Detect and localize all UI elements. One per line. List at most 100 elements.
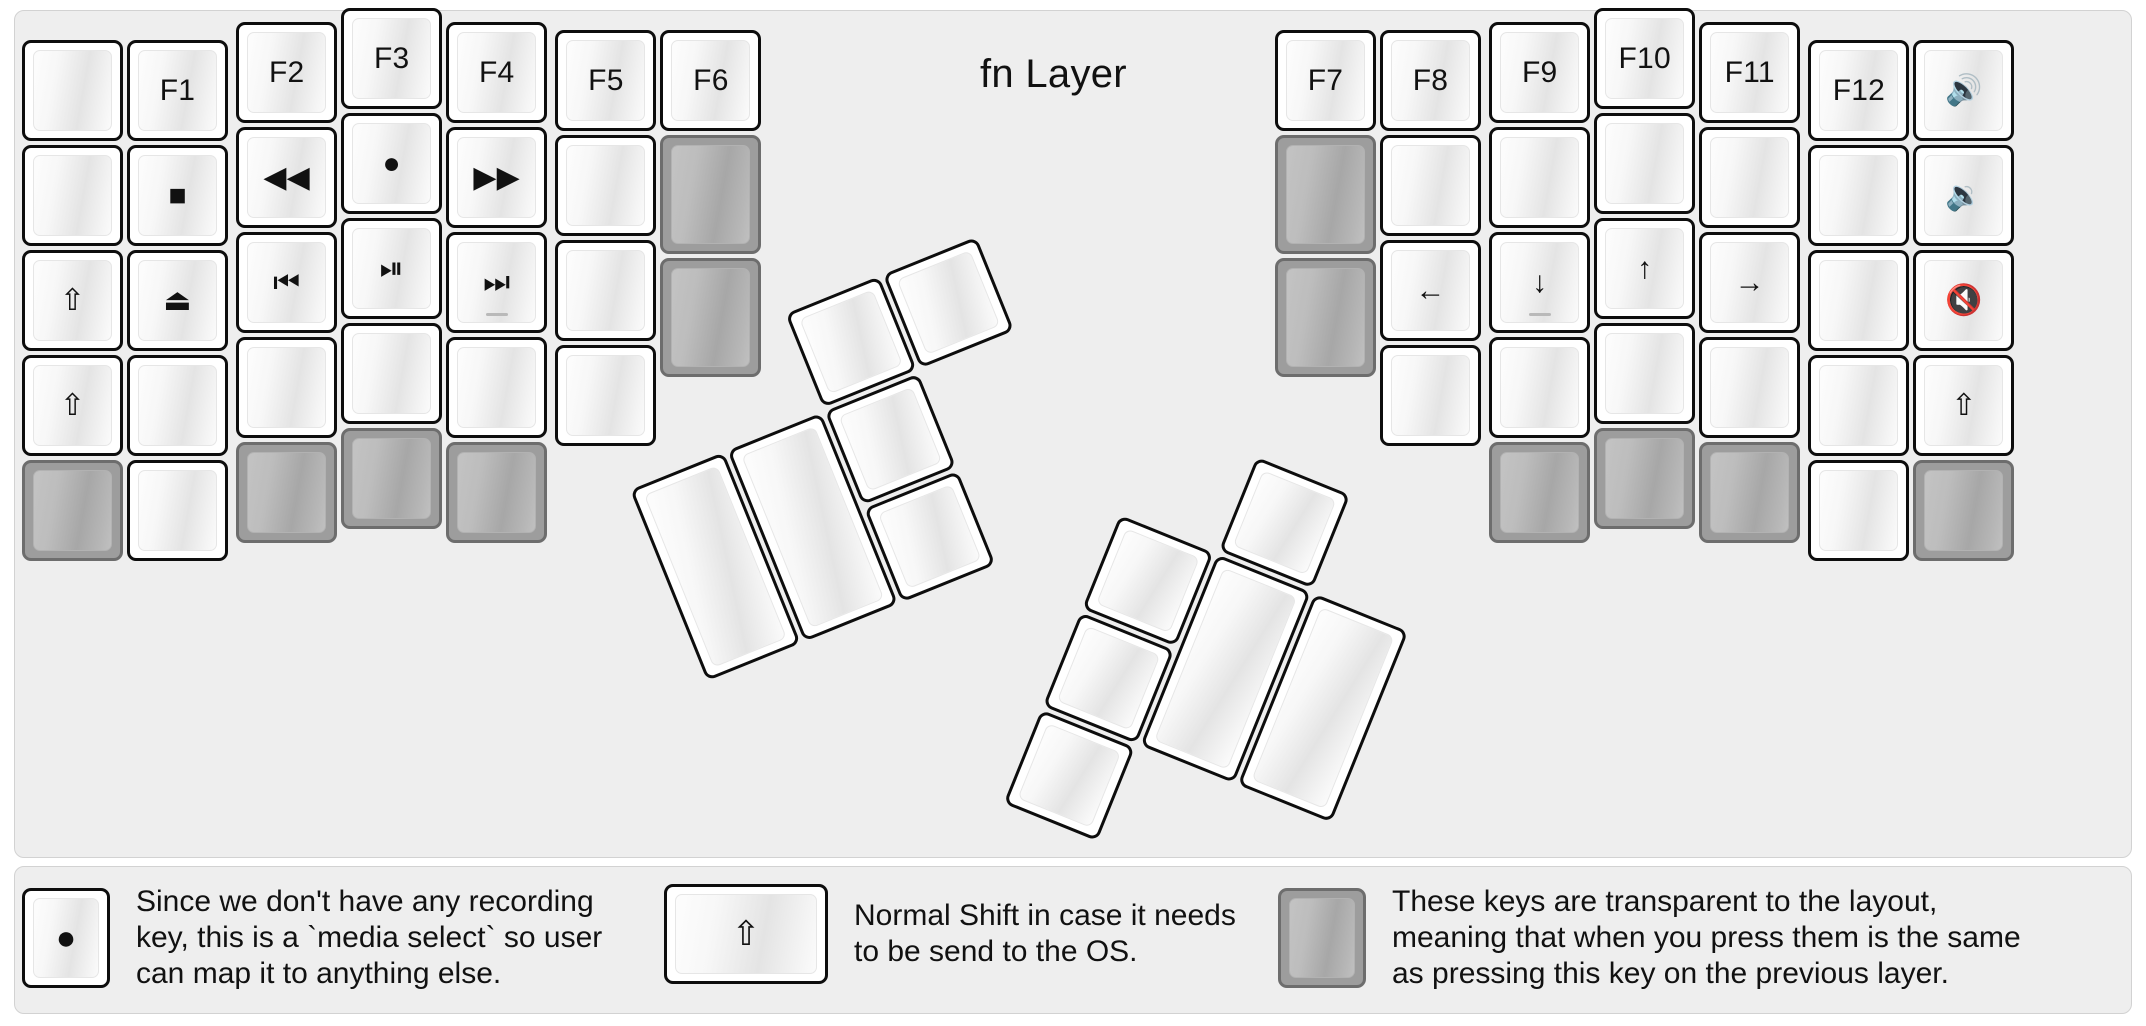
key-fast-forward[interactable]: ▶▶	[446, 127, 548, 228]
key-transparent-left-ring-4[interactable]	[236, 442, 338, 543]
key-blank-right-pinky-2[interactable]	[1808, 250, 1910, 351]
homing-bump-icon	[485, 313, 508, 316]
key-f1[interactable]: F1	[127, 40, 228, 141]
key-record[interactable]: ●	[341, 113, 443, 214]
mute-icon: 🔇	[1945, 283, 1983, 317]
key-f5[interactable]: F5	[555, 30, 657, 131]
legend-key-record: ●	[22, 888, 110, 988]
key-label: F10	[1618, 41, 1671, 75]
arrow-left-icon: ←	[1415, 273, 1446, 307]
key-shift[interactable]: ⇧	[1913, 355, 2015, 456]
key-volume-up[interactable]: 🔊	[1913, 40, 2015, 141]
key-blank-right-pinky-1[interactable]	[1808, 145, 1910, 246]
arrow-right-icon: →	[1734, 265, 1765, 299]
key-blank-right-middle-3[interactable]	[1594, 323, 1696, 424]
key-label: F11	[1724, 55, 1775, 89]
key-transparent-left-index-4[interactable]	[446, 442, 548, 543]
arrow-up-icon: ↑	[1637, 251, 1653, 285]
key-prev-track[interactable]: ⏮	[236, 232, 338, 333]
key-transparent-left-pinky-outer-4[interactable]	[22, 460, 123, 561]
key-play-pause[interactable]: ⏯	[341, 218, 443, 319]
key-transparent-left-inner-extra-2[interactable]	[660, 258, 762, 377]
key-f2[interactable]: F2	[236, 22, 338, 123]
key-transparent-right-ring-4[interactable]	[1699, 442, 1801, 543]
legend-key-shift: ⇧	[664, 884, 828, 984]
key-blank-left-pinky-3[interactable]	[127, 355, 228, 456]
key-f4[interactable]: F4	[446, 22, 548, 123]
shift-icon: ⇧	[59, 388, 86, 422]
key-f6[interactable]: F6	[660, 30, 762, 131]
key-transparent-right-pinky-outer-4[interactable]	[1913, 460, 2015, 561]
key-blank-left-inner-3[interactable]	[555, 345, 657, 446]
key-volume-down[interactable]: 🔉	[1913, 145, 2015, 246]
key-caps-lock[interactable]: ⇧	[22, 250, 123, 351]
key-blank-left-pinky-outer-1[interactable]	[22, 145, 123, 246]
key-label: F6	[693, 63, 729, 97]
key-rewind[interactable]: ◀◀	[236, 127, 338, 228]
shift-icon: ⇧	[731, 915, 761, 953]
key-arrow-right[interactable]: →	[1699, 232, 1801, 333]
homing-bump-icon	[1528, 313, 1551, 316]
next-track-icon: ⏭	[483, 265, 511, 299]
fast-forward-icon: ▶▶	[473, 160, 520, 194]
key-transparent-right-index-4[interactable]	[1489, 442, 1591, 543]
key-label: F5	[588, 63, 624, 97]
shift-icon: ⇧	[1951, 388, 1977, 422]
key-f11[interactable]: F11	[1699, 22, 1801, 123]
key-f10[interactable]: F10	[1594, 8, 1696, 109]
volume-up-icon: 🔊	[1945, 73, 1983, 107]
legend-panel	[14, 866, 2132, 1014]
key-blank-right-index-3[interactable]	[1489, 337, 1591, 438]
key-f3[interactable]: F3	[341, 8, 443, 109]
key-blank-right-ring-3[interactable]	[1699, 337, 1801, 438]
legend-key-transparent	[1278, 888, 1366, 988]
key-eject[interactable]: ⏏	[127, 250, 228, 351]
legend-item: These keys are transparent to the layout…	[1278, 884, 2021, 992]
legend-text: These keys are transparent to the layout…	[1392, 885, 2021, 990]
legend-item: ● Since we don't have any recording key,…	[22, 884, 602, 992]
key-blank-right-pinky-3[interactable]	[1808, 355, 1910, 456]
key-shift[interactable]: ⇧	[22, 355, 123, 456]
key-label: F7	[1307, 63, 1344, 97]
key-label: F4	[478, 55, 515, 89]
key-transparent-right-inner-extra-1[interactable]	[1275, 135, 1376, 254]
key-f9[interactable]: F9	[1489, 22, 1591, 123]
key-f12[interactable]: F12	[1808, 40, 1910, 141]
key-label: F3	[373, 41, 410, 75]
key-blank-right-pinky-4[interactable]	[1808, 460, 1910, 561]
key-blank-right-inner-1[interactable]	[1380, 135, 1481, 236]
key-blank-left-inner-1[interactable]	[555, 135, 657, 236]
key-blank-right-ring-1[interactable]	[1699, 127, 1801, 228]
stop-icon: ■	[168, 178, 187, 212]
key-transparent-left-middle-4[interactable]	[341, 428, 443, 529]
key-blank-left-pinky-outer-0[interactable]	[22, 40, 123, 141]
page-title: fn Layer	[980, 52, 1127, 96]
key-transparent-right-inner-extra-2[interactable]	[1275, 258, 1376, 377]
key-blank-right-inner-3[interactable]	[1380, 345, 1481, 446]
key-arrow-up[interactable]: ↑	[1594, 218, 1696, 319]
record-icon: ●	[382, 146, 401, 180]
legend-text: Since we don't have any recording key, t…	[136, 885, 603, 990]
key-next-track[interactable]: ⏭	[446, 232, 548, 333]
key-label: F1	[159, 73, 196, 107]
eject-icon: ⏏	[163, 283, 192, 317]
key-stop[interactable]: ■	[127, 145, 228, 246]
key-blank-left-middle-3[interactable]	[341, 323, 443, 424]
key-transparent-left-inner-extra-1[interactable]	[660, 135, 762, 254]
legend-text: Normal Shift in case it needs to be send…	[854, 899, 1236, 968]
key-label: F12	[1832, 73, 1886, 107]
key-f7[interactable]: F7	[1275, 30, 1376, 131]
key-f8[interactable]: F8	[1380, 30, 1481, 131]
key-arrow-left[interactable]: ←	[1380, 240, 1481, 341]
key-blank-right-middle-1[interactable]	[1594, 113, 1696, 214]
key-blank-left-ring-3[interactable]	[236, 337, 338, 438]
key-blank-left-index-3[interactable]	[446, 337, 548, 438]
key-mute[interactable]: 🔇	[1913, 250, 2015, 351]
key-label: F2	[268, 55, 305, 89]
caps-lock-icon: ⇧	[59, 283, 86, 317]
key-blank-left-pinky-4[interactable]	[127, 460, 228, 561]
key-arrow-down[interactable]: ↓	[1489, 232, 1591, 333]
key-blank-left-inner-2[interactable]	[555, 240, 657, 341]
key-transparent-right-middle-4[interactable]	[1594, 428, 1696, 529]
key-blank-right-index-1[interactable]	[1489, 127, 1591, 228]
